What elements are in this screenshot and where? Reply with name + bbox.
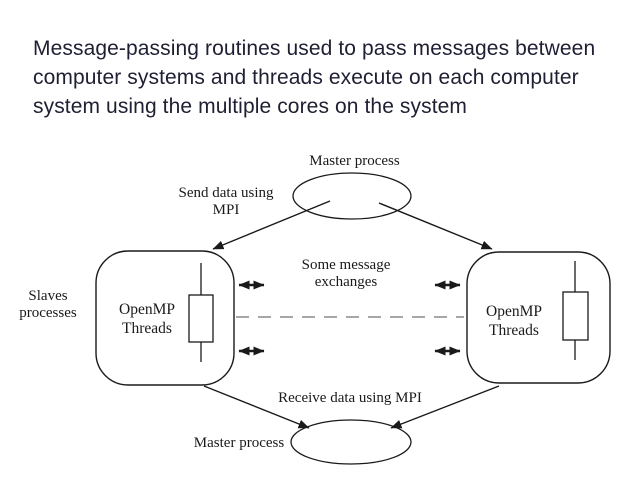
right-system-box	[466, 251, 611, 384]
send-arrow-left	[212, 200, 331, 250]
left-openmp-threads-label: OpenMP Threads	[97, 300, 197, 338]
left-thread-rect	[188, 294, 214, 343]
bottom-master-process-label: Master process	[193, 435, 285, 451]
some-message-exchanges-label: Some message exchanges	[276, 257, 416, 291]
page-title: Message-passing routines used to pass me…	[33, 34, 595, 121]
top-master-process-label: Master process	[309, 153, 400, 169]
left-openmp-threads-line1: OpenMP	[119, 301, 175, 318]
receive-data-mpi-label: Receive data using MPI	[278, 390, 422, 406]
right-thread-rect	[562, 291, 589, 341]
right-openmp-threads-line1: OpenMP	[486, 303, 542, 320]
title-line-1: Message-passing routines used to pass me…	[33, 37, 596, 60]
top-master-ellipse	[292, 172, 412, 220]
send-data-mpi-label-line2: MPI	[212, 202, 240, 218]
title-line-2: computer systems and threads execute on …	[33, 66, 579, 89]
some-message-exchanges-line2: exchanges	[314, 274, 378, 290]
left-openmp-threads-line2: Threads	[122, 320, 172, 337]
slaves-processes-label: Slaves processes	[2, 288, 94, 322]
send-arrow-right	[378, 202, 493, 250]
slaves-processes-line2: processes	[19, 305, 77, 321]
some-message-exchanges-line1: Some message	[301, 257, 391, 273]
title-line-3: system using the multiple cores on the s…	[33, 95, 468, 118]
right-openmp-threads-label: OpenMP Threads	[464, 302, 564, 340]
receive-arrow-right	[390, 385, 500, 429]
left-system-box	[95, 250, 235, 386]
receive-arrow-left	[203, 385, 310, 429]
bottom-master-ellipse	[290, 419, 412, 465]
send-data-mpi-label-line1: Send data using	[178, 185, 274, 201]
right-openmp-threads-line2: Threads	[489, 322, 539, 339]
slaves-processes-line1: Slaves	[28, 288, 68, 304]
send-data-mpi-label: Send data using MPI	[155, 185, 297, 219]
